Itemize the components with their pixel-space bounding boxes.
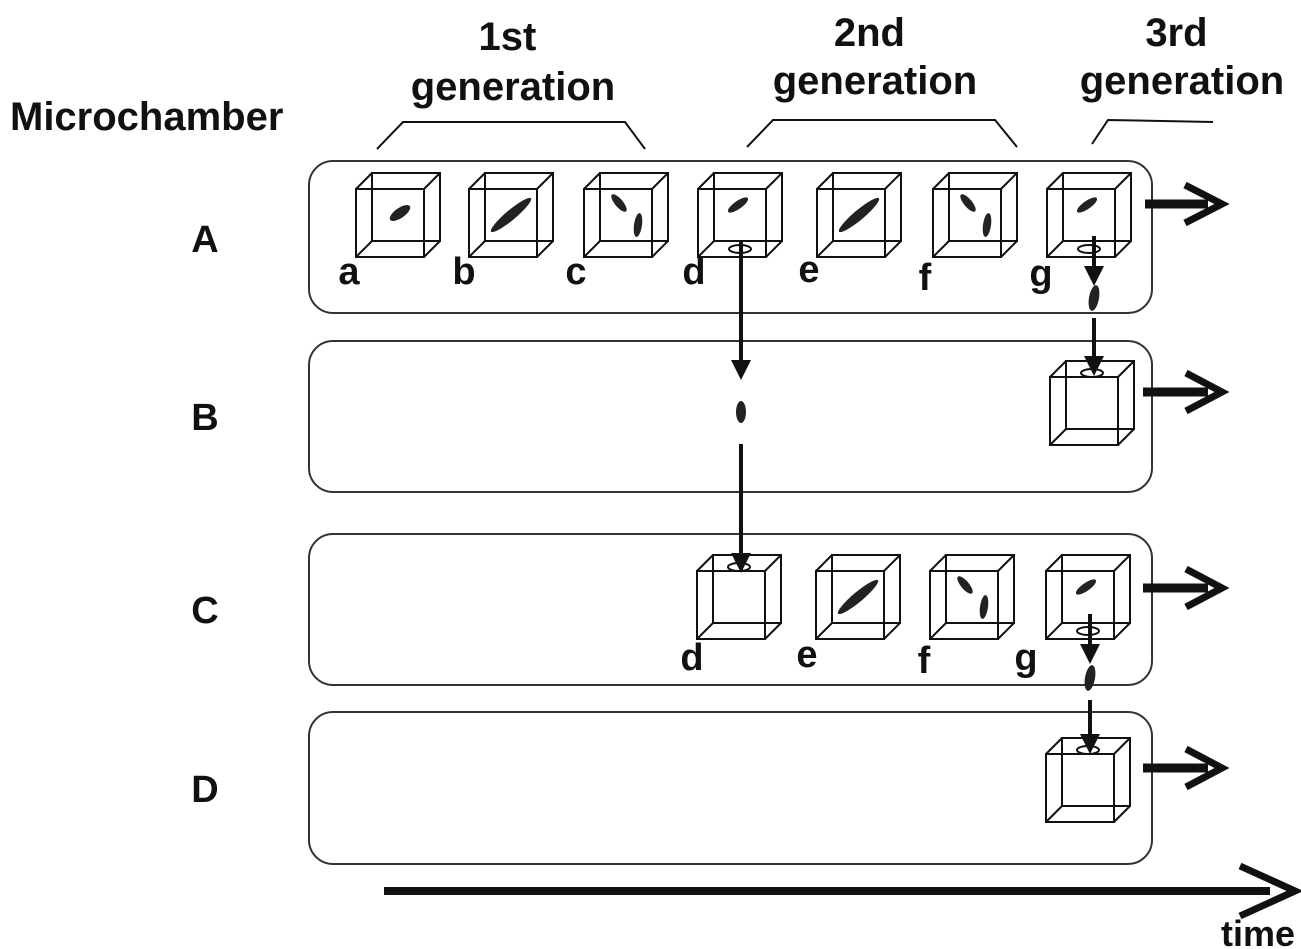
migrating-cell-a-g — [1088, 285, 1100, 311]
stage-label-a-f: f — [919, 257, 932, 299]
cube-c-e — [815, 554, 901, 640]
generation-2-bracket — [746, 119, 1018, 148]
stage-label-a-a: a — [338, 251, 360, 293]
continue-arrow-row-b — [1143, 369, 1230, 415]
generation-1-label: 1st generation — [411, 15, 615, 109]
stage-label-c-e: e — [796, 634, 817, 676]
row-label-c: C — [191, 590, 218, 632]
microchamber-b-box — [308, 340, 1153, 493]
row-label-d: D — [191, 769, 218, 811]
stage-label-a-e: e — [798, 249, 819, 291]
migrating-cell-ab — [736, 401, 746, 423]
stage-label-c-f: f — [918, 640, 931, 682]
cube-a-c — [583, 172, 669, 258]
cube-a-g — [1046, 172, 1132, 258]
microchamber-d-box — [308, 711, 1153, 865]
stage-label-a-d: d — [682, 251, 705, 293]
time-label: time — [1221, 913, 1295, 949]
microchamber-title: Microchamber — [10, 95, 283, 139]
row-label-a: A — [191, 219, 218, 261]
cube-layer — [355, 172, 1135, 823]
continue-arrow-row-a — [1145, 181, 1230, 227]
continue-arrow-row-c — [1143, 565, 1230, 611]
row-label-b: B — [191, 397, 218, 439]
cube-a-e — [816, 172, 902, 258]
stage-label-a-b: b — [452, 251, 475, 293]
continue-arrow-row-d — [1143, 745, 1230, 791]
generation-3-line-1: 3rd — [1145, 11, 1207, 55]
cube-a-f — [932, 172, 1018, 258]
generation-3-line-2: generation — [1080, 59, 1284, 103]
generation-2-line-2: generation — [773, 59, 977, 103]
time-arrow — [384, 862, 1301, 920]
generation-3-bracket — [1091, 118, 1214, 145]
migrating-cell-c-g — [1084, 665, 1096, 691]
generation-2-label: 2nd generation — [773, 11, 977, 103]
cube-a-b — [468, 172, 554, 258]
generation-1-line-2: generation — [411, 65, 615, 109]
microchamber-a-box — [308, 160, 1153, 314]
generation-1-line-1: 1st — [479, 15, 537, 59]
generation-1-bracket — [376, 121, 646, 150]
cube-c-f — [929, 554, 1015, 640]
stage-label-c-d: d — [680, 637, 703, 679]
stage-label-a-g: g — [1029, 253, 1052, 295]
stage-label-a-c: c — [565, 251, 586, 293]
cube-a-d — [697, 172, 783, 258]
generation-3-label: 3rd generation — [1080, 11, 1284, 103]
generation-2-line-1: 2nd — [834, 11, 905, 55]
stage-label-c-g: g — [1014, 637, 1037, 679]
cube-a-a — [355, 172, 441, 258]
